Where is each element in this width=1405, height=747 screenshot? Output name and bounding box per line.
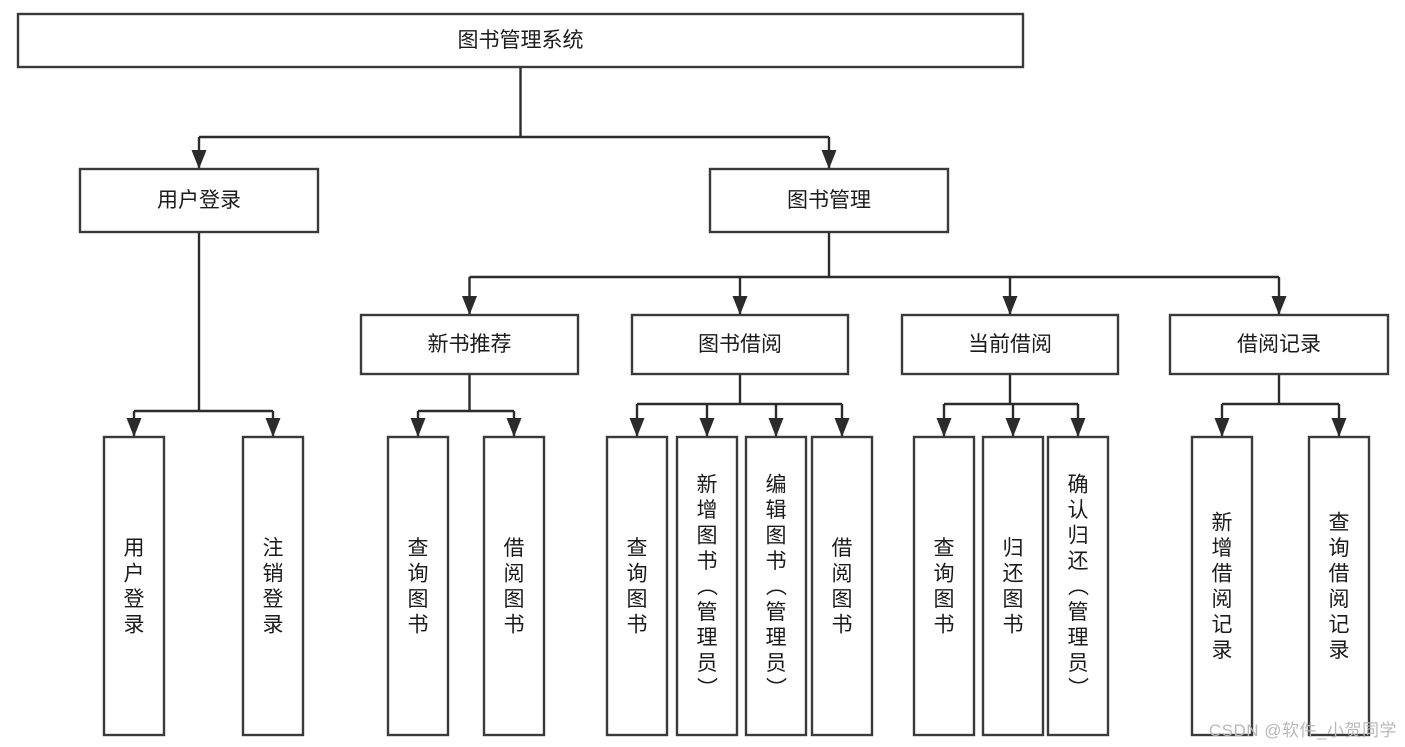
- bookmgmt-to-level3-arrow-0: [462, 296, 477, 315]
- bookborrow-leaves-arrow-0: [629, 418, 645, 437]
- node-label-leaf-confirm-return: 确认归还（管理员）: [1068, 473, 1090, 700]
- node-label-leaf-query-record: 查询借阅记录: [1329, 512, 1350, 663]
- newbook-leaves-arrow-1: [506, 418, 522, 437]
- node-box-leaf-user-login[interactable]: [102, 435, 166, 737]
- node-label-root: 图书管理系统: [458, 29, 584, 52]
- node-box-leaf-edit-book[interactable]: [744, 435, 808, 737]
- node-box-leaf-confirm-return[interactable]: [1046, 435, 1110, 737]
- node-box-leaf-query-book-3[interactable]: [912, 435, 976, 737]
- node-box-leaf-borrow-book-2[interactable]: [810, 435, 874, 737]
- bookborrow-leaves-arrow-1: [699, 418, 715, 437]
- node-label-new-book-recommend: 新书推荐: [428, 333, 512, 356]
- bookmgmt-to-level3-arrow-1: [732, 296, 748, 315]
- node-label-user-login: 用户登录: [157, 189, 241, 212]
- node-leaf-return-book[interactable]: 归还图书: [981, 435, 1045, 737]
- root-to-level2-arrow-0: [191, 150, 207, 169]
- node-label-leaf-borrow-book-2: 借阅图书: [832, 537, 853, 637]
- node-box-leaf-logout[interactable]: [241, 435, 305, 737]
- node-box-current-borrow[interactable]: [900, 313, 1120, 376]
- node-label-book-borrow: 图书借阅: [698, 333, 782, 356]
- node-leaf-query-record[interactable]: 查询借阅记录: [1307, 435, 1371, 737]
- node-label-current-borrow: 当前借阅: [968, 333, 1052, 356]
- node-box-leaf-add-book[interactable]: [675, 435, 739, 737]
- node-label-leaf-return-book: 归还图书: [1003, 537, 1024, 637]
- node-label-leaf-edit-book: 编辑图书（管理员）: [766, 473, 788, 700]
- node-box-book-borrow[interactable]: [630, 313, 850, 376]
- root-to-level2-arrow-1: [821, 150, 837, 169]
- currentborrow-leaves-arrow-0: [936, 418, 952, 437]
- node-root[interactable]: 图书管理系统: [16, 12, 1025, 69]
- newbook-leaves-arrow-0: [410, 418, 426, 437]
- bookmgmt-to-level3-arrow-3: [1271, 296, 1287, 315]
- borrowrecord-leaves-arrow-0: [1214, 418, 1230, 437]
- node-box-leaf-return-book[interactable]: [981, 435, 1045, 737]
- node-leaf-query-book-3[interactable]: 查询图书: [912, 435, 976, 737]
- node-leaf-add-book[interactable]: 新增图书（管理员）: [675, 435, 739, 737]
- node-leaf-confirm-return[interactable]: 确认归还（管理员）: [1046, 435, 1110, 737]
- node-box-book-management[interactable]: [708, 167, 950, 234]
- node-leaf-add-record[interactable]: 新增借阅记录: [1190, 435, 1254, 737]
- userlogin-leaves-arrow-0: [126, 418, 142, 437]
- watermark-text: CSDN @软件_小贺同学: [1208, 721, 1397, 740]
- bookborrow-leaves-arrow-2: [768, 418, 784, 437]
- userlogin-leaves-arrow-1: [265, 418, 281, 437]
- node-box-leaf-query-book-1[interactable]: [386, 435, 450, 737]
- node-box-root[interactable]: [16, 12, 1025, 69]
- node-label-borrow-record: 借阅记录: [1237, 333, 1321, 356]
- borrowrecord-leaves-arrow-1: [1331, 418, 1347, 437]
- node-label-leaf-query-book-3: 查询图书: [934, 537, 955, 637]
- node-leaf-borrow-book-1[interactable]: 借阅图书: [482, 435, 546, 737]
- node-box-leaf-query-book-2[interactable]: [605, 435, 669, 737]
- currentborrow-leaves-arrow-2: [1070, 418, 1086, 437]
- node-leaf-query-book-2[interactable]: 查询图书: [605, 435, 669, 737]
- node-box-user-login[interactable]: [78, 167, 320, 234]
- node-label-leaf-add-book: 新增图书（管理员）: [697, 473, 719, 700]
- node-new-book-recommend[interactable]: 新书推荐: [359, 313, 580, 376]
- node-label-leaf-query-book-2: 查询图书: [627, 537, 648, 637]
- node-box-leaf-query-record[interactable]: [1307, 435, 1371, 737]
- node-label-book-management: 图书管理: [787, 189, 871, 212]
- node-leaf-query-book-1[interactable]: 查询图书: [386, 435, 450, 737]
- node-label-leaf-add-record: 新增借阅记录: [1212, 512, 1233, 663]
- node-leaf-edit-book[interactable]: 编辑图书（管理员）: [744, 435, 808, 737]
- node-box-new-book-recommend[interactable]: [359, 313, 580, 376]
- node-label-leaf-logout: 注销登录: [263, 537, 284, 637]
- node-leaf-borrow-book-2[interactable]: 借阅图书: [810, 435, 874, 737]
- node-box-leaf-borrow-book-1[interactable]: [482, 435, 546, 737]
- node-leaf-logout[interactable]: 注销登录: [241, 435, 305, 737]
- node-label-leaf-borrow-book-1: 借阅图书: [504, 537, 525, 637]
- node-box-leaf-add-record[interactable]: [1190, 435, 1254, 737]
- currentborrow-leaves-arrow-1: [1005, 418, 1021, 437]
- node-book-borrow[interactable]: 图书借阅: [630, 313, 850, 376]
- bookborrow-leaves-arrow-3: [834, 418, 850, 437]
- node-box-borrow-record[interactable]: [1168, 313, 1390, 376]
- node-user-login[interactable]: 用户登录: [78, 167, 320, 234]
- node-label-leaf-user-login: 用户登录: [124, 537, 145, 637]
- bookmgmt-to-level3-arrow-2: [1002, 296, 1018, 315]
- node-current-borrow[interactable]: 当前借阅: [900, 313, 1120, 376]
- node-borrow-record[interactable]: 借阅记录: [1168, 313, 1390, 376]
- node-leaf-user-login[interactable]: 用户登录: [102, 435, 166, 737]
- node-label-leaf-query-book-1: 查询图书: [408, 537, 429, 637]
- node-book-management[interactable]: 图书管理: [708, 167, 950, 234]
